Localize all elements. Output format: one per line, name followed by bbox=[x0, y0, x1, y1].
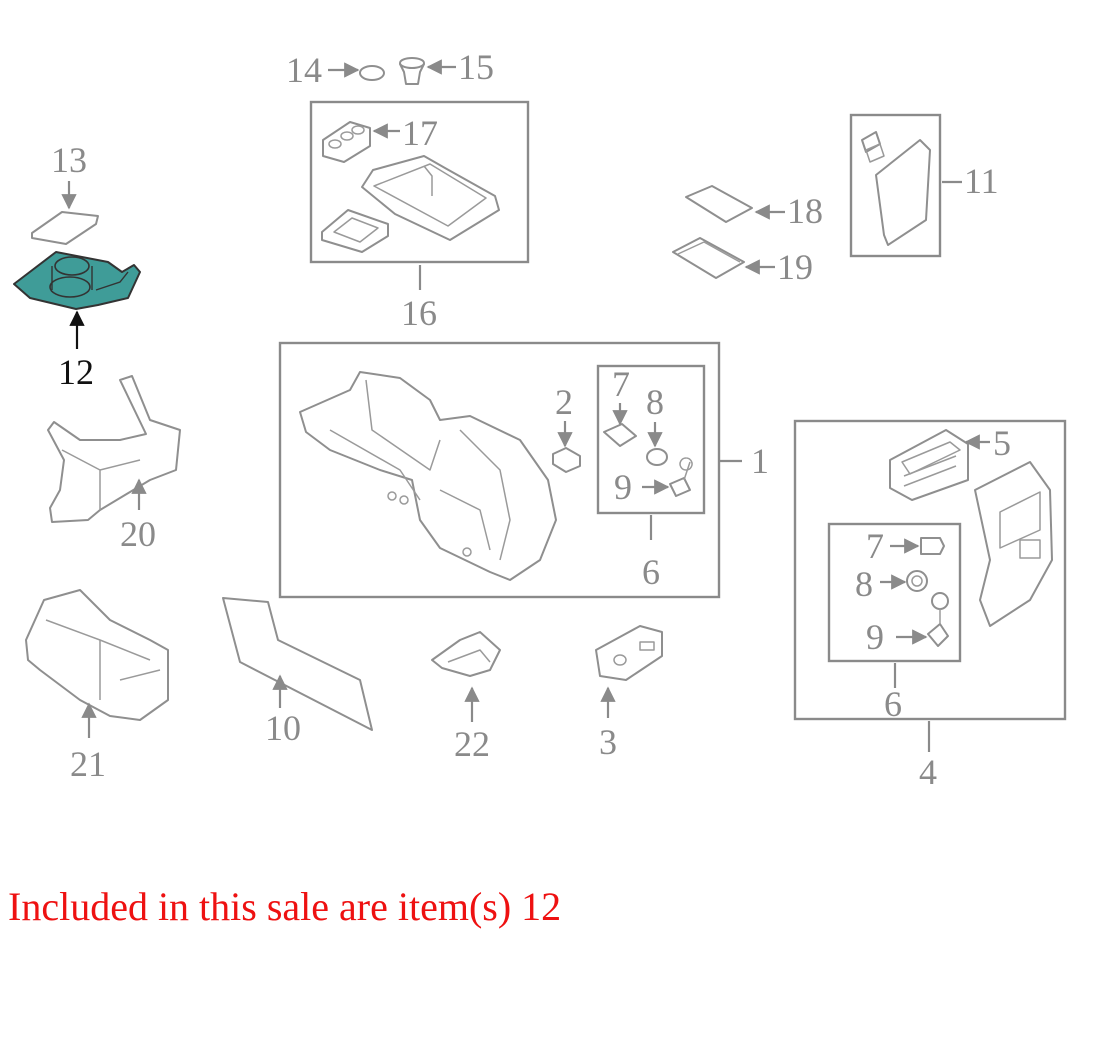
part-19-pad[interactable] bbox=[672, 237, 745, 279]
part-8-upper[interactable] bbox=[646, 448, 668, 466]
group-box-16 bbox=[309, 100, 530, 264]
part-9-upper[interactable] bbox=[669, 457, 693, 497]
label-22: 22 bbox=[454, 724, 490, 764]
label-11: 11 bbox=[964, 161, 999, 201]
group-box-1 bbox=[278, 341, 721, 599]
label-17: 17 bbox=[402, 113, 438, 153]
label-7-lower: 7 bbox=[866, 526, 884, 566]
part-7-lower[interactable] bbox=[920, 537, 945, 555]
part-2-clip[interactable] bbox=[552, 447, 581, 473]
group-box-6-upper bbox=[596, 364, 706, 515]
label-3: 3 bbox=[599, 722, 617, 762]
part-8-lower[interactable] bbox=[906, 570, 928, 592]
part-9-lower[interactable] bbox=[927, 592, 949, 647]
label-13: 13 bbox=[51, 140, 87, 180]
label-10: 10 bbox=[265, 708, 301, 748]
part-14-ring[interactable] bbox=[359, 65, 385, 81]
part-5-vent[interactable] bbox=[889, 429, 969, 501]
group-box-11 bbox=[849, 113, 942, 258]
label-18: 18 bbox=[787, 191, 823, 231]
part-3-switch[interactable] bbox=[595, 625, 663, 681]
label-8-upper: 8 bbox=[646, 382, 664, 422]
part-13-pad[interactable] bbox=[31, 211, 99, 245]
part-20-bracket[interactable] bbox=[47, 375, 181, 523]
label-6-upper: 6 bbox=[642, 552, 660, 592]
part-15-plug[interactable] bbox=[399, 57, 425, 85]
part-22-clip[interactable] bbox=[431, 631, 501, 677]
part-16-small-tray[interactable] bbox=[321, 209, 389, 253]
label-14: 14 bbox=[286, 50, 322, 90]
part-4-rear-panel[interactable] bbox=[974, 461, 1053, 627]
part-11-panel[interactable] bbox=[861, 131, 931, 246]
label-8-lower: 8 bbox=[855, 564, 873, 604]
sale-notice: Included in this sale are item(s) 12 bbox=[8, 884, 562, 929]
part-18-pad[interactable] bbox=[685, 185, 753, 223]
label-12: 12 bbox=[58, 352, 94, 392]
label-9-upper: 9 bbox=[614, 467, 632, 507]
label-7-upper: 7 bbox=[612, 364, 630, 404]
label-19: 19 bbox=[777, 247, 813, 287]
part-16-tray[interactable] bbox=[361, 155, 500, 241]
label-5: 5 bbox=[993, 423, 1011, 463]
label-1: 1 bbox=[751, 441, 769, 481]
label-4: 4 bbox=[919, 752, 937, 792]
label-21: 21 bbox=[70, 744, 106, 784]
label-15: 15 bbox=[458, 47, 494, 87]
part-1-console[interactable] bbox=[299, 371, 557, 581]
group-box-4 bbox=[793, 419, 1067, 721]
part-10-panel[interactable] bbox=[222, 597, 373, 731]
label-6-lower: 6 bbox=[884, 684, 902, 724]
part-12-cup-holder-mat[interactable] bbox=[13, 251, 141, 310]
group-box-6-lower bbox=[827, 522, 962, 663]
parts-diagram: 13 12 14 15 17 16 18 19 11 1 2 7 8 9 6 5… bbox=[13, 47, 1067, 792]
label-2: 2 bbox=[555, 382, 573, 422]
label-9-lower: 9 bbox=[866, 617, 884, 657]
label-20: 20 bbox=[120, 514, 156, 554]
label-16: 16 bbox=[401, 293, 437, 333]
part-17-insert[interactable] bbox=[322, 121, 371, 163]
part-21-bracket[interactable] bbox=[25, 589, 169, 721]
part-7-upper[interactable] bbox=[603, 423, 637, 447]
